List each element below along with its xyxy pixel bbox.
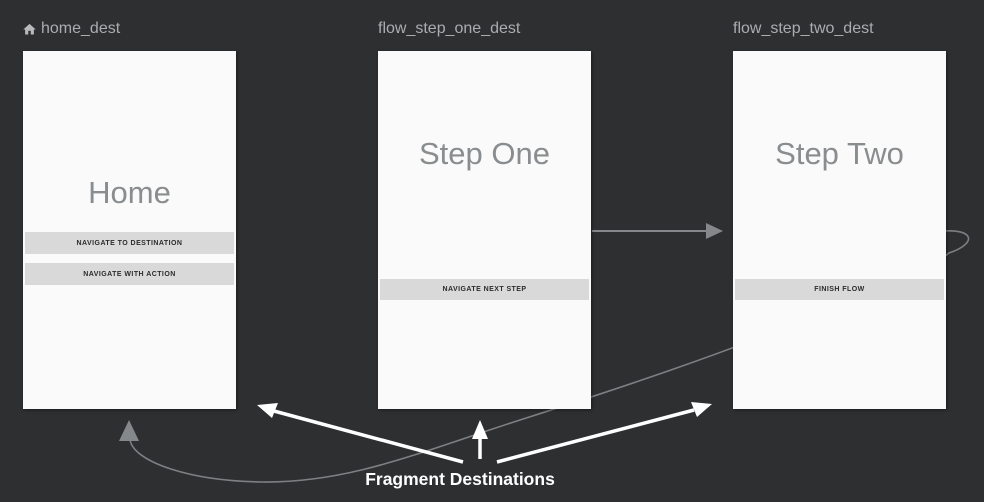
fragment-card-flow-step-two-dest[interactable]: Step Two FINISH FLOW [733,51,946,409]
fragment-title: Home [88,175,171,210]
action-arrow-step-one-to-step-two[interactable] [592,223,723,239]
destination-label: home_dest [41,20,121,37]
next-step-arrowhead-icon [706,223,723,239]
fragment-card-flow-step-one-dest[interactable]: Step One NAVIGATE NEXT STEP [378,51,591,409]
destination-header-step-one[interactable]: flow_step_one_dest [378,19,520,39]
fragment-card-home-dest[interactable]: Home NAVIGATE TO DESTINATION NAVIGATE WI… [23,51,236,409]
preview-button-finish-flow: FINISH FLOW [735,279,944,300]
fragment-title: Step Two [775,136,904,171]
annotation-label: Fragment Destinations [365,469,555,489]
destination-label: flow_step_two_dest [733,20,874,37]
destination-header-home[interactable]: home_dest [22,19,120,39]
fragment-title: Step One [419,136,550,171]
destination-header-step-two[interactable]: flow_step_two_dest [733,19,874,39]
finish-flow-arrowhead-icon [119,420,139,441]
preview-button-navigate-with-action: NAVIGATE WITH ACTION [25,263,234,285]
home-icon [22,22,37,37]
preview-button-navigate-next-step: NAVIGATE NEXT STEP [380,279,589,300]
preview-button-navigate-to-destination: NAVIGATE TO DESTINATION [25,232,234,254]
destination-label: flow_step_one_dest [378,20,521,37]
